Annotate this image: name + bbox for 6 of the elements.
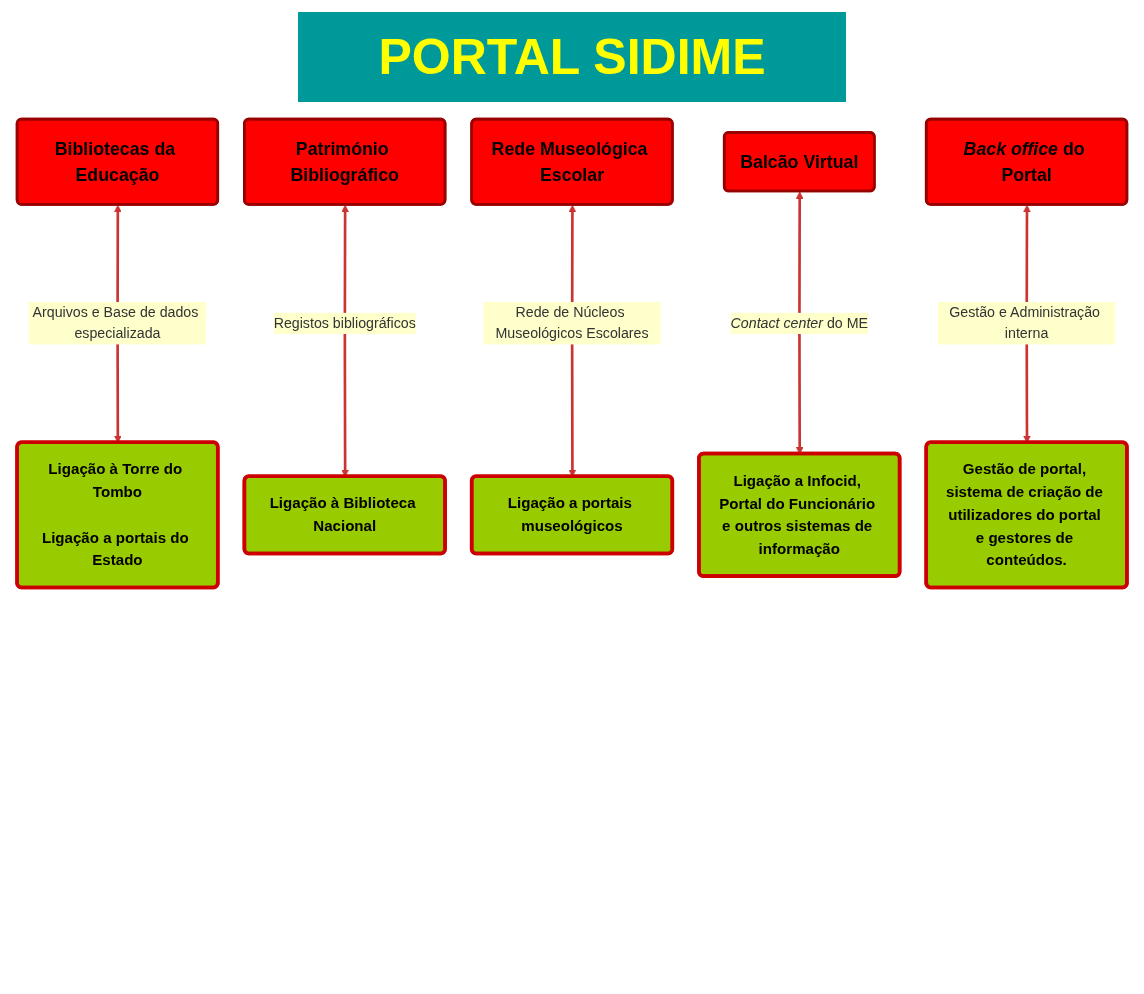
title: PORTAL SIDIME [298,12,846,102]
edge-label: Gestão e Administração interna [949,304,1101,342]
edge-label: Arquivos e Base de dados especializada [32,304,199,342]
edge-label: Rede de Núcleos Museológicos Escolares [495,304,649,342]
edge-label: Contact center do ME [730,315,868,331]
edge-label: Registos bibliográficos [273,315,416,331]
